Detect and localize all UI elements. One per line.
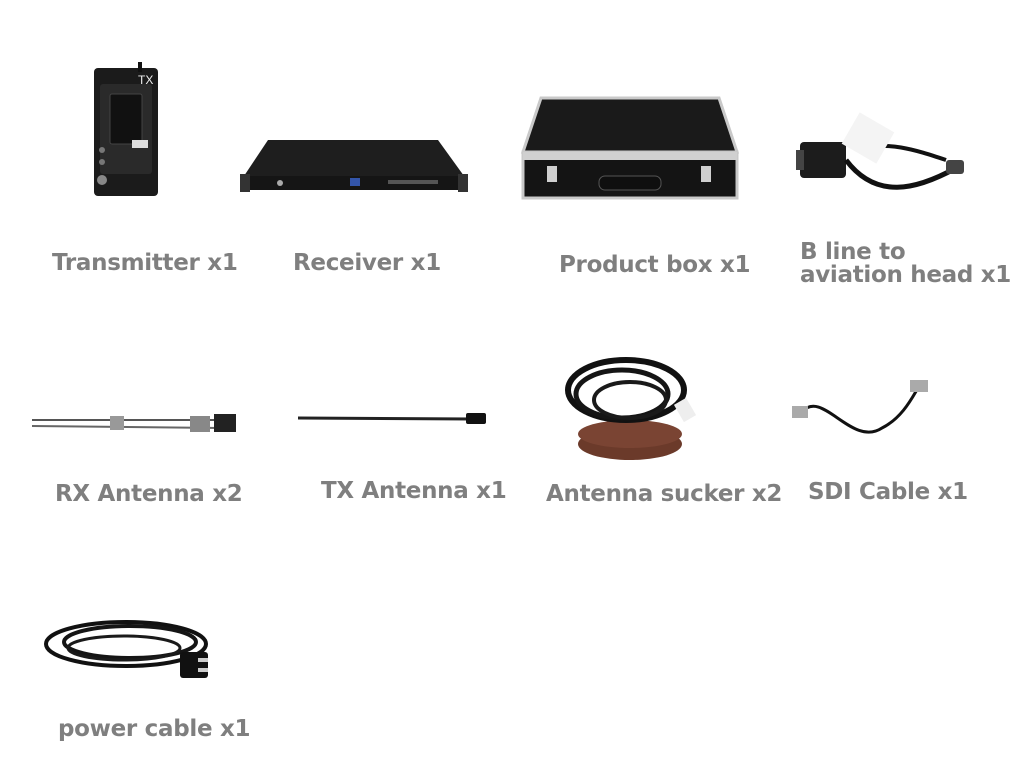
transmitter-image: TX: [94, 62, 158, 196]
b-line-label-line2: aviation head x1: [800, 262, 1011, 288]
sdi-cable-image: [792, 380, 928, 434]
product-box-label: Product box x1: [559, 252, 751, 278]
b-line-label-line1: B line to: [800, 239, 906, 265]
product-box-image: [520, 96, 740, 200]
rx-antenna-label: RX Antenna x2: [55, 481, 243, 507]
power-cable-label: power cable x1: [58, 716, 251, 742]
transmitter-tx-text: TX: [138, 73, 153, 87]
b-line-image: [796, 112, 964, 190]
receiver-image: [240, 140, 468, 192]
sdi-cable-label: SDI Cable x1: [808, 479, 968, 505]
antenna-sucker-image: [565, 357, 697, 460]
receiver-label: Receiver x1: [293, 250, 441, 276]
antenna-sucker-label: Antenna sucker x2: [546, 481, 783, 507]
tx-antenna-image: [297, 413, 486, 424]
power-cable-image: [44, 620, 208, 678]
transmitter-label: Transmitter x1: [52, 250, 238, 276]
rx-antenna-image: [31, 414, 236, 432]
tx-antenna-label: TX Antenna x1: [321, 478, 507, 504]
